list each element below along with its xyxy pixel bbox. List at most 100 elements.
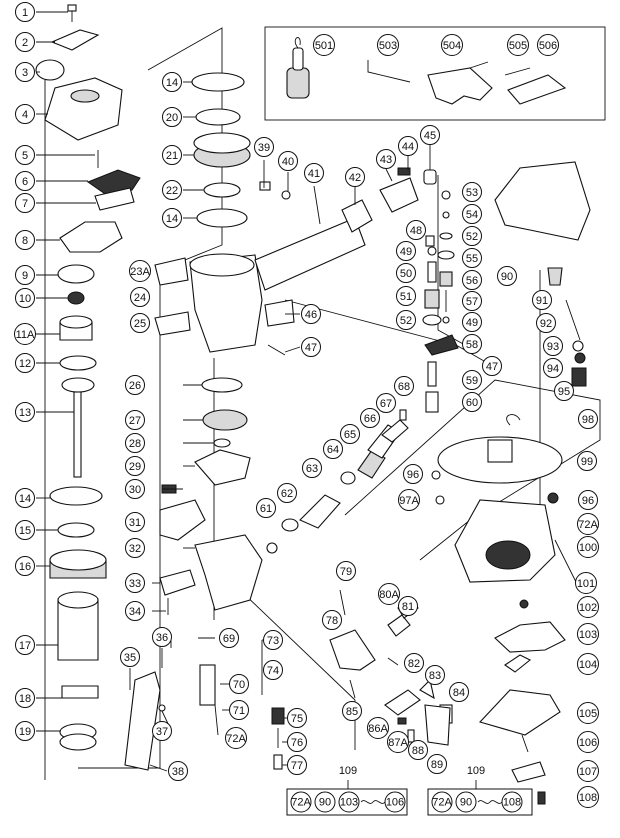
part-number-p17: 17 bbox=[19, 640, 31, 652]
callout-circle bbox=[441, 34, 463, 56]
callout-circle bbox=[577, 451, 597, 471]
callout-circle bbox=[152, 721, 172, 741]
part-number-p81: 81 bbox=[402, 601, 414, 613]
callout-circle bbox=[536, 313, 556, 333]
eye-protector-icon bbox=[427, 61, 493, 105]
callout-circle bbox=[577, 760, 599, 782]
nut-part-96b bbox=[547, 492, 559, 504]
plate-part-89 bbox=[424, 704, 451, 746]
bushing-part-56 bbox=[439, 271, 453, 287]
part-number-p14c: 14 bbox=[166, 213, 178, 225]
oring-part-49a bbox=[427, 246, 437, 256]
part-number-p98: 98 bbox=[582, 414, 594, 426]
spring-lower bbox=[59, 733, 97, 751]
part-number-p44: 44 bbox=[402, 141, 414, 153]
part-number-p86a: 86A bbox=[368, 723, 388, 735]
callout-circle bbox=[342, 701, 362, 721]
range-tilde bbox=[360, 800, 386, 804]
part-number-p52a: 52 bbox=[400, 315, 412, 327]
part-number-p70: 70 bbox=[233, 679, 245, 691]
kit-item-s2_90: 90 bbox=[460, 797, 472, 809]
part-number-p45: 45 bbox=[424, 130, 436, 142]
oring-part-64 bbox=[340, 471, 356, 485]
oring-part-55 bbox=[437, 250, 455, 260]
callout-circle bbox=[168, 761, 188, 781]
callout-circle bbox=[462, 334, 482, 354]
part-number-p54: 54 bbox=[466, 209, 478, 221]
bolt-part-108 bbox=[537, 791, 546, 805]
part-number-p23a: 23A bbox=[130, 266, 150, 278]
part-number-p84: 84 bbox=[453, 687, 465, 699]
part-number-p16: 16 bbox=[19, 561, 31, 573]
part-number-p14a: 14 bbox=[19, 493, 31, 505]
bolt-part-77 bbox=[273, 754, 283, 770]
part-number-p50: 50 bbox=[400, 268, 412, 280]
part-number-p52b: 52 bbox=[466, 231, 478, 243]
piston-part-63 bbox=[299, 494, 341, 529]
part-number-p41: 41 bbox=[308, 168, 320, 180]
body-top bbox=[189, 253, 255, 277]
part-number-p7: 7 bbox=[22, 198, 28, 210]
callout-circle bbox=[229, 674, 249, 694]
part-number-p30: 30 bbox=[129, 484, 141, 496]
callout-circle bbox=[125, 479, 145, 499]
latch-part-107 bbox=[511, 761, 546, 783]
part-number-a503: 503 bbox=[379, 40, 397, 52]
callout-circle bbox=[263, 660, 283, 680]
callout-circle bbox=[462, 248, 482, 268]
screw-part-87a bbox=[397, 717, 407, 725]
callout-circle bbox=[340, 424, 360, 444]
part-number-p27: 27 bbox=[129, 415, 141, 427]
part-number-p106: 106 bbox=[579, 737, 597, 749]
body-part-70 bbox=[199, 664, 216, 706]
callout-circle bbox=[15, 145, 35, 165]
callout-circle bbox=[125, 538, 145, 558]
gasket-part-67 bbox=[381, 419, 409, 443]
callout-circle bbox=[577, 786, 599, 808]
callout-circle bbox=[287, 732, 307, 752]
callout-circle bbox=[120, 647, 140, 667]
pin-part-83 bbox=[419, 678, 435, 700]
callout-circle bbox=[125, 456, 145, 476]
callout-circle bbox=[462, 370, 482, 390]
callout-circle bbox=[256, 498, 276, 518]
hex-wrench-icon bbox=[367, 60, 411, 83]
cap-part-45 bbox=[423, 169, 437, 185]
callout-circle bbox=[360, 408, 380, 428]
part-number-p65: 65 bbox=[344, 429, 356, 441]
bumper-part-27 bbox=[202, 409, 248, 431]
callout-circle bbox=[301, 337, 321, 357]
callout-circle bbox=[15, 230, 35, 250]
part-number-p57: 57 bbox=[466, 296, 478, 308]
callout-circle bbox=[130, 313, 150, 333]
callout-circle bbox=[462, 226, 482, 246]
part-number-p80a: 80A bbox=[379, 589, 399, 601]
label-part-3 bbox=[35, 59, 65, 81]
valve-bracket bbox=[437, 175, 466, 346]
callout-circle bbox=[577, 702, 599, 724]
part-number-p83: 83 bbox=[429, 670, 441, 682]
hub-part-99 bbox=[487, 439, 513, 463]
part-number-p61: 61 bbox=[260, 503, 272, 515]
callout-circle bbox=[378, 583, 400, 605]
oring-part-20 bbox=[195, 108, 241, 126]
callout-circle bbox=[537, 34, 559, 56]
part-number-p19: 19 bbox=[19, 726, 31, 738]
cylinder-part-65 bbox=[357, 449, 386, 479]
part-number-p101: 101 bbox=[577, 578, 595, 590]
spring-part-92 bbox=[565, 299, 581, 341]
part-number-p33: 33 bbox=[129, 578, 141, 590]
callout-circle bbox=[15, 635, 35, 655]
callout-circle bbox=[125, 601, 145, 621]
nail-sheet-icon bbox=[504, 67, 567, 105]
cap-plate-part-2 bbox=[50, 29, 100, 51]
magazine-center bbox=[485, 540, 531, 570]
callout-circle bbox=[254, 137, 274, 157]
callout-circle bbox=[15, 353, 35, 373]
callout-circle bbox=[15, 688, 35, 708]
callout-circle bbox=[404, 653, 424, 673]
part-number-p89: 89 bbox=[431, 759, 443, 771]
callout-circle bbox=[125, 410, 145, 430]
callout-circle bbox=[225, 727, 247, 749]
kit-callout-circle bbox=[431, 791, 453, 813]
